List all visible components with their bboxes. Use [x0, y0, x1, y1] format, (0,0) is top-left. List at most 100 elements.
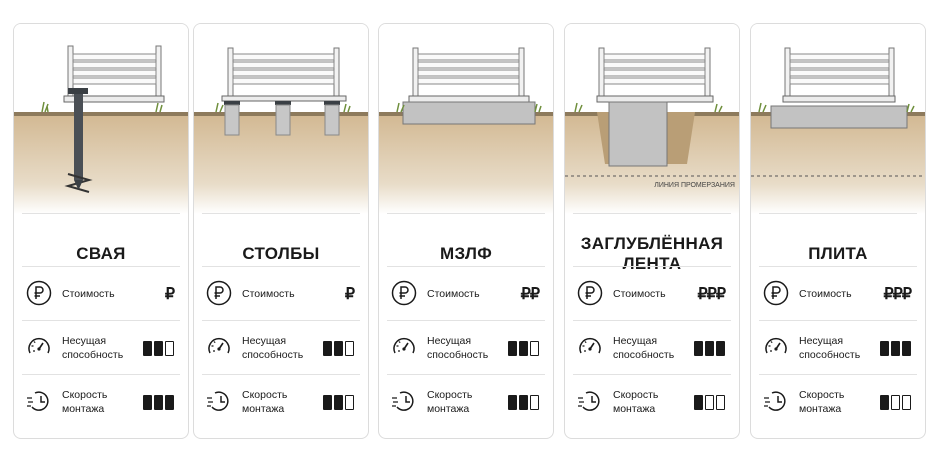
speed-rating [694, 375, 725, 429]
divider [22, 213, 180, 214]
shallow-strip-illustration [379, 24, 553, 214]
cost-label: Стоимость [613, 288, 666, 300]
rating-bar-filled [143, 394, 152, 410]
cost-rating: ₽₽ [521, 267, 540, 321]
speed-label: Скорость монтажа [427, 389, 473, 415]
clock-speed-icon [578, 391, 600, 411]
divider [573, 320, 731, 321]
ruble-symbol: ₽ [883, 286, 893, 303]
divider [202, 374, 360, 375]
rating-bar-empty [165, 340, 174, 356]
divider [22, 374, 180, 375]
divider [759, 320, 917, 321]
card-deep-strip: ЛИНИЯ ПРОМЕРЗАНИЯ ЗАГЛУБЛЁННАЯ ЛЕНТА Сто… [564, 23, 740, 439]
rating-bar-filled [705, 340, 714, 356]
divider [202, 213, 360, 214]
rating-bar-empty [902, 394, 911, 410]
rating-bar-filled [519, 394, 528, 410]
ruble-symbol: ₽ [901, 286, 912, 303]
rating-bar-filled [323, 340, 332, 356]
divider [573, 266, 731, 267]
clock-speed-icon [764, 391, 786, 411]
rating-bar-empty [530, 394, 539, 410]
speed-label: Скорость монтажа [62, 389, 108, 415]
cost-row: Стоимость ₽₽₽ [751, 267, 925, 321]
rating-bar-filled [694, 394, 703, 410]
cost-rating: ₽₽₽ [883, 267, 912, 321]
cost-row: Стоимость ₽ [14, 267, 188, 321]
ruble-circle-icon [763, 280, 789, 306]
bearing-rating [508, 321, 539, 375]
card-title: СТОЛБЫ [242, 244, 320, 263]
cost-row: Стоимость ₽ [194, 267, 368, 321]
pile-illustration [14, 24, 188, 214]
bearing-rating [880, 321, 911, 375]
speed-row: Скорость монтажа [751, 375, 925, 429]
divider [22, 266, 180, 267]
cost-label: Стоимость [62, 288, 115, 300]
clock-speed-icon [27, 391, 49, 411]
gauge-icon [765, 337, 787, 354]
bearing-label: Несущая способность [613, 335, 675, 361]
card-title: МЗЛФ [439, 244, 493, 263]
speed-rating [880, 375, 911, 429]
bearing-row: Несущая способность [379, 321, 553, 375]
speed-rating [323, 375, 354, 429]
divider [22, 320, 180, 321]
card-shallow-strip: МЗЛФ Стоимость ₽₽ Несущая способность Ск… [378, 23, 554, 439]
deep-strip-illustration: ЛИНИЯ ПРОМЕРЗАНИЯ [565, 24, 739, 214]
divider [387, 266, 545, 267]
bearing-label: Несущая способность [427, 335, 489, 361]
gauge-icon [579, 337, 601, 354]
divider [573, 374, 731, 375]
bearing-row: Несущая способность [565, 321, 739, 375]
rating-bar-filled [508, 340, 517, 356]
card-title: ПЛИТА [808, 244, 868, 263]
cost-label: Стоимость [242, 288, 295, 300]
bearing-row: Несущая способность [194, 321, 368, 375]
rating-bar-filled [154, 340, 163, 356]
cost-label: Стоимость [427, 288, 480, 300]
cost-rating: ₽₽₽ [697, 267, 726, 321]
rating-bar-filled [716, 340, 725, 356]
divider [387, 213, 545, 214]
speed-row: Скорость монтажа [194, 375, 368, 429]
rating-bar-filled [508, 394, 517, 410]
cost-label: Стоимость [799, 288, 852, 300]
ruble-circle-icon [391, 280, 417, 306]
bearing-rating [694, 321, 725, 375]
divider [759, 374, 917, 375]
bearing-label: Несущая способность [62, 335, 124, 361]
ruble-symbol: ₽ [344, 286, 355, 303]
divider [387, 320, 545, 321]
rating-bar-filled [165, 394, 174, 410]
rating-bar-filled [154, 394, 163, 410]
bearing-row: Несущая способность [14, 321, 188, 375]
speed-label: Скорость монтажа [613, 389, 659, 415]
bearing-label: Несущая способность [242, 335, 304, 361]
foundation-cards: СВАЯ Стоимость ₽ Несущая способность Ско… [13, 23, 931, 439]
card-title: СВАЯ [76, 244, 126, 263]
rating-bar-empty [345, 394, 354, 410]
rating-bar-filled [519, 340, 528, 356]
cost-row: Стоимость ₽₽ [379, 267, 553, 321]
ruble-symbol: ₽ [706, 286, 717, 303]
speed-row: Скорость монтажа [379, 375, 553, 429]
rating-bar-filled [880, 340, 889, 356]
ruble-circle-icon [26, 280, 52, 306]
ruble-symbol: ₽ [715, 286, 726, 303]
rating-bar-filled [334, 394, 343, 410]
ruble-circle-icon [577, 280, 603, 306]
card-pile: СВАЯ Стоимость ₽ Несущая способность Ско… [13, 23, 189, 439]
rating-bar-filled [694, 340, 703, 356]
freeze-line-label: ЛИНИЯ ПРОМЕРЗАНИЯ [654, 182, 735, 189]
rating-bar-empty [891, 394, 900, 410]
cost-rating: ₽ [344, 267, 355, 321]
divider [573, 213, 731, 214]
speed-row: Скорость монтажа [14, 375, 188, 429]
card-slab: ПЛИТА Стоимость ₽₽₽ Несущая способность … [750, 23, 926, 439]
rating-bar-filled [902, 340, 911, 356]
ruble-circle-icon [206, 280, 232, 306]
cost-row: Стоимость ₽₽₽ [565, 267, 739, 321]
clock-speed-icon [207, 391, 229, 411]
